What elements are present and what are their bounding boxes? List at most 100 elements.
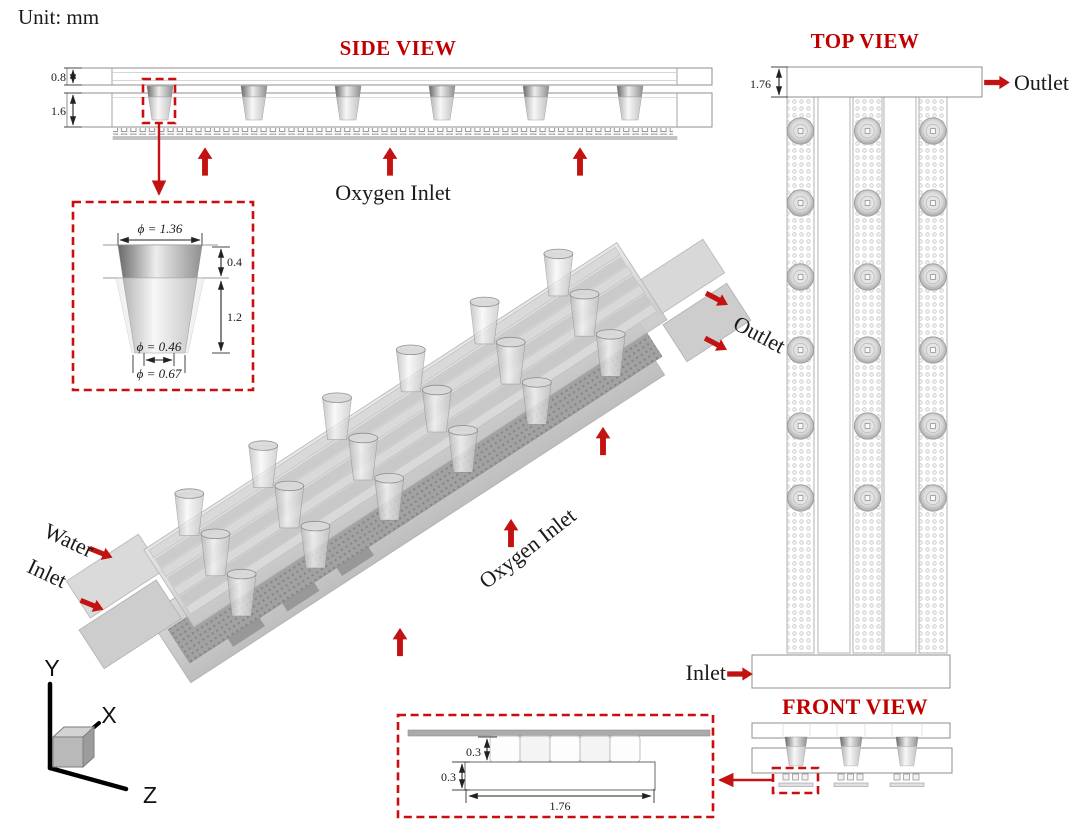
iso-cone <box>469 296 500 345</box>
oxygen-up-arrow <box>197 147 213 176</box>
iso-cone <box>200 528 231 577</box>
iso-cone <box>274 480 305 529</box>
top-cone-circle <box>853 263 882 291</box>
front-detail-post <box>609 735 641 763</box>
front-view-title: FRONT VIEW <box>782 694 928 719</box>
top-view-title: TOP VIEW <box>811 29 920 53</box>
side-view-title: SIDE VIEW <box>340 36 457 60</box>
iso-cone <box>300 520 331 569</box>
front-pedestal <box>833 773 869 787</box>
top-cone-circle <box>786 336 815 364</box>
top-cone-circle <box>786 484 815 512</box>
oxygen-up-arrow <box>382 147 398 176</box>
front-detail-post <box>489 735 521 763</box>
y-axis-label: Y <box>44 655 59 681</box>
cone-detail-lower <box>122 277 198 354</box>
front-detail-inset: 0.3 0.3 1.76 <box>396 713 715 819</box>
top-view: TOP VIEW 1.76 Outlet Inlet <box>686 29 1069 689</box>
iso-view: Water Inlet Outlet Oxygen Inlet <box>24 238 790 684</box>
iso-cone <box>421 384 452 433</box>
front-pedestal <box>778 773 814 787</box>
iso-oxygen-up-arrow <box>595 426 611 456</box>
side-top-plate <box>66 67 713 86</box>
top-cone-circle <box>786 117 815 145</box>
top-inlet-label: Inlet <box>686 660 726 685</box>
z-axis-label: Z <box>143 782 157 808</box>
iso-oxygen-up-arrow <box>392 627 408 657</box>
front-detail-post <box>519 735 551 763</box>
side-perforated-strip <box>113 128 673 135</box>
dim-top-plate: 0.8 <box>51 70 66 84</box>
top-outlet-manifold <box>786 66 983 98</box>
iso-cone <box>348 432 379 481</box>
iso-water-arm-bottom <box>78 579 182 670</box>
top-cone-circle <box>919 412 947 440</box>
side-oxygen-inlet-label: Oxygen Inlet <box>335 180 450 205</box>
z-axis-line <box>47 765 129 792</box>
top-cone-circle <box>786 189 815 217</box>
cone-detail-upper <box>117 244 203 279</box>
front-detail-post <box>549 735 581 763</box>
iso-water-inlet-line2: Inlet <box>24 553 71 593</box>
iso-cone <box>543 248 574 297</box>
top-inlet-arrow <box>727 667 753 681</box>
top-channel <box>786 96 815 654</box>
iso-cone <box>495 336 526 385</box>
top-outlet-arrow <box>984 75 1010 90</box>
top-cone-circle <box>853 412 882 440</box>
cone-detail-box <box>71 200 255 392</box>
iso-water-inlet-line1: Water <box>40 518 98 563</box>
oxygen-up-arrow <box>572 147 588 176</box>
top-cone-circle <box>786 412 815 440</box>
top-cone-circle <box>853 189 882 217</box>
side-view: SIDE VIEW 0.8 1.6 Oxygen Inlet <box>51 36 713 205</box>
iso-cone <box>595 329 626 377</box>
top-inlet-manifold <box>751 654 951 689</box>
iso-outlet-arm-bottom <box>662 282 752 363</box>
dim-cone-inner-diameter: ϕ = 0.46 <box>137 339 182 354</box>
axis-cube <box>52 736 84 768</box>
iso-outlet-label: Outlet <box>729 310 789 358</box>
top-channel <box>918 96 948 654</box>
iso-oxygen-inlet-label: Oxygen Inlet <box>474 503 580 594</box>
top-rail <box>883 96 917 654</box>
iso-cone <box>569 289 600 337</box>
front-detail-box <box>396 713 715 819</box>
top-outlet-label: Outlet <box>1014 70 1069 95</box>
iso-cone <box>226 568 257 617</box>
top-cone-circle <box>919 117 947 145</box>
front-top-plate <box>751 722 951 739</box>
front-detail-lid <box>407 729 711 737</box>
top-cone-circle <box>919 189 947 217</box>
front-detail-base <box>464 761 656 791</box>
dim-post-height: 0.3 <box>466 745 481 759</box>
front-callout-box <box>771 766 820 795</box>
iso-cone <box>248 440 279 489</box>
top-rail <box>817 96 851 654</box>
front-pedestal <box>889 773 925 787</box>
top-channel <box>852 96 883 654</box>
dim-cone-top-diameter: ϕ = 1.36 <box>138 221 183 236</box>
dim-manifold-width: 1.76 <box>750 77 771 91</box>
top-cone-circle <box>919 484 947 512</box>
dim-base-width: 1.76 <box>550 799 571 813</box>
side-cone-callout-box <box>141 77 177 125</box>
unit-label: Unit: mm <box>18 5 99 29</box>
dim-cone-lower-height: 1.2 <box>227 310 242 324</box>
dim-base-height: 0.3 <box>441 770 456 784</box>
side-base-strip <box>112 136 678 140</box>
iso-cone <box>521 377 552 425</box>
dim-cone-outer-diameter: ϕ = 0.67 <box>137 366 182 381</box>
front-view: FRONT VIEW <box>718 694 953 795</box>
cone-detail-inset: ϕ = 1.36 0.4 1.2 ϕ = 0.46 ϕ = 0.67 <box>71 200 255 392</box>
dim-cone-upper-height: 0.4 <box>227 255 242 269</box>
top-cone-circle <box>853 484 882 512</box>
x-axis-label: X <box>101 702 116 728</box>
iso-cone <box>174 488 205 536</box>
top-cone-circle <box>853 117 882 145</box>
top-cone-circle <box>919 336 947 364</box>
top-cone-circle <box>919 263 947 291</box>
iso-cone <box>395 344 426 393</box>
